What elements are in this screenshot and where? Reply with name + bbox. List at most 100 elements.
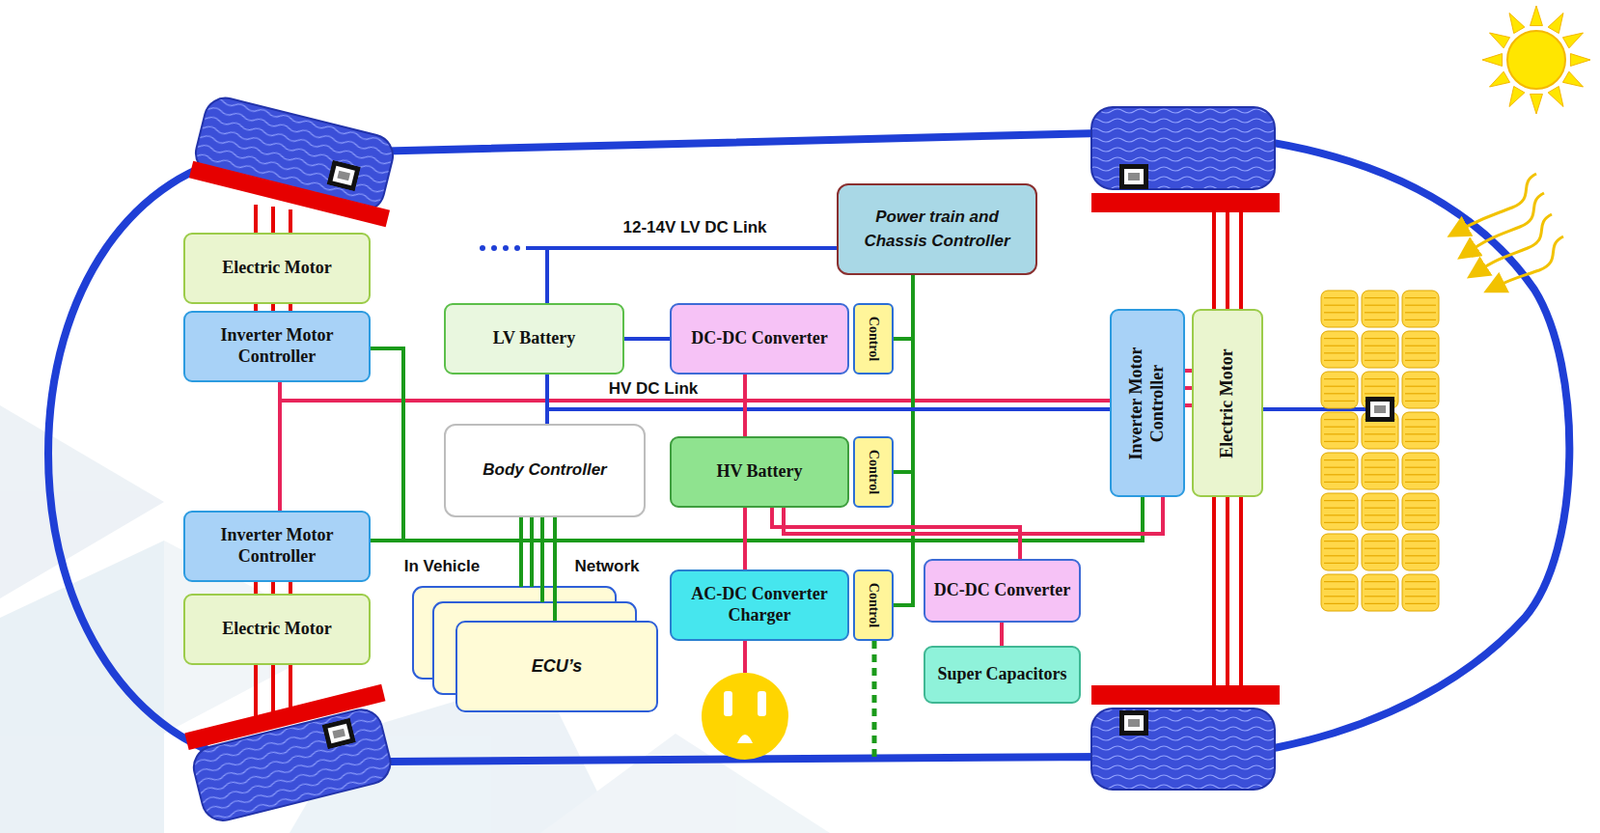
wire-line	[288, 303, 293, 311]
heat-waves	[1457, 173, 1564, 288]
converter-box: DC-DC Converter	[669, 303, 850, 375]
solar-stripe	[1405, 554, 1436, 556]
solar-stripe	[1405, 507, 1436, 509]
solar-stripe	[1405, 359, 1436, 361]
solar-stripe	[1324, 459, 1355, 461]
wire-line	[893, 275, 913, 472]
inverter-box: Inverter Motor Controller	[183, 510, 371, 582]
solar-stripe	[1364, 603, 1396, 605]
solar-stripe	[1405, 418, 1436, 420]
solar-stripe	[1405, 595, 1436, 597]
ecu-box: ECU’s	[455, 620, 659, 713]
solar-cell	[1402, 331, 1439, 368]
sun-ray	[1530, 93, 1544, 114]
solar-stripe	[1324, 418, 1355, 420]
wire-line	[999, 622, 1004, 646]
solar-stripe	[1364, 595, 1396, 597]
node-text: Control	[865, 574, 883, 636]
solar-stripe	[1364, 392, 1396, 394]
solar-stripe	[1405, 297, 1436, 299]
solar-cell	[1321, 290, 1358, 328]
solar-stripe	[1324, 433, 1355, 435]
solar-stripe	[1324, 304, 1355, 306]
solar-stripe	[1364, 499, 1396, 501]
solar-stripe	[1324, 337, 1355, 339]
solar-stripe	[1364, 562, 1396, 564]
solar-stripe	[1324, 359, 1355, 361]
solar-stripe	[1324, 554, 1355, 556]
solar-stripe	[1324, 345, 1355, 347]
solar-stripe	[1324, 441, 1355, 442]
wire-line	[552, 517, 557, 621]
solar-stripe	[1324, 588, 1355, 590]
solar-stripe	[1324, 603, 1355, 605]
solar-cell	[1321, 371, 1358, 409]
solar-stripe	[1364, 304, 1396, 306]
solar-stripe	[1324, 481, 1355, 483]
wire-line	[370, 348, 1143, 541]
wire-connector	[547, 248, 837, 304]
solar-stripe	[1405, 433, 1436, 435]
node-text: Electric Motor	[221, 618, 332, 640]
wire-line	[271, 303, 276, 311]
solar-stripe	[1324, 514, 1355, 516]
node-text: LV Battery	[493, 328, 577, 350]
wire-line	[547, 374, 1110, 410]
wire-line	[271, 581, 276, 594]
control-box: Control	[853, 303, 894, 375]
converter-box: DC-DC Converter	[923, 558, 1081, 623]
wire-line	[624, 336, 670, 341]
node-text: Control	[865, 441, 883, 503]
solar-stripe	[1324, 548, 1355, 550]
solar-stripe	[1324, 392, 1355, 394]
wire-label: HV DC Link	[606, 379, 702, 399]
solar-stripe	[1405, 441, 1436, 442]
solar-stripe	[1405, 522, 1436, 524]
charge-port-line	[872, 640, 878, 757]
solar-cell	[1361, 331, 1399, 368]
solar-stripe	[1364, 467, 1396, 469]
sun-ray	[1530, 5, 1544, 27]
sun-ray	[1509, 13, 1525, 34]
solar-stripe	[1405, 345, 1436, 347]
car-outline	[48, 132, 1570, 763]
solar-cell	[1402, 493, 1439, 530]
solar-stripe	[1405, 603, 1436, 605]
motor-box: Electric Motor	[183, 593, 371, 665]
sun-ray	[1547, 85, 1564, 107]
solar-stripe	[1405, 319, 1436, 321]
solar-stripe	[1324, 378, 1355, 380]
solar-stripe	[1405, 304, 1436, 306]
solar-stripe	[1405, 337, 1436, 339]
wire-line	[253, 581, 258, 594]
node-text: HV Battery	[716, 461, 802, 483]
solar-stripe	[1405, 588, 1436, 590]
solar-stripe	[1324, 507, 1355, 509]
solar-stripe	[1405, 352, 1436, 354]
control-box: Control	[853, 436, 894, 508]
solar-stripe	[1324, 473, 1355, 475]
solar-stripe	[1364, 588, 1396, 590]
solar-stripe	[1364, 386, 1396, 387]
solar-stripe	[1405, 426, 1436, 428]
wire-connector	[370, 348, 1143, 541]
solar-stripe	[1364, 548, 1396, 550]
wire-connector	[624, 338, 670, 340]
outlet-icon	[701, 672, 789, 760]
solar-cell	[1402, 371, 1439, 409]
sun-icon	[1482, 5, 1591, 114]
wire-line	[253, 303, 258, 311]
motor-box: Electric Motor	[1191, 308, 1264, 497]
solar-stripe	[1324, 522, 1355, 524]
solar-cell	[1402, 290, 1439, 328]
wire-label: In Vehicle	[401, 556, 483, 577]
network-lines	[521, 517, 543, 603]
solar-cell	[1361, 452, 1399, 490]
lv-link-extension	[479, 245, 548, 251]
solar-stripe	[1405, 400, 1436, 402]
battery-box: LV Battery	[443, 303, 625, 375]
wire-connector	[744, 374, 746, 437]
sun-ray	[1562, 32, 1583, 49]
solar-cell	[1321, 452, 1358, 490]
